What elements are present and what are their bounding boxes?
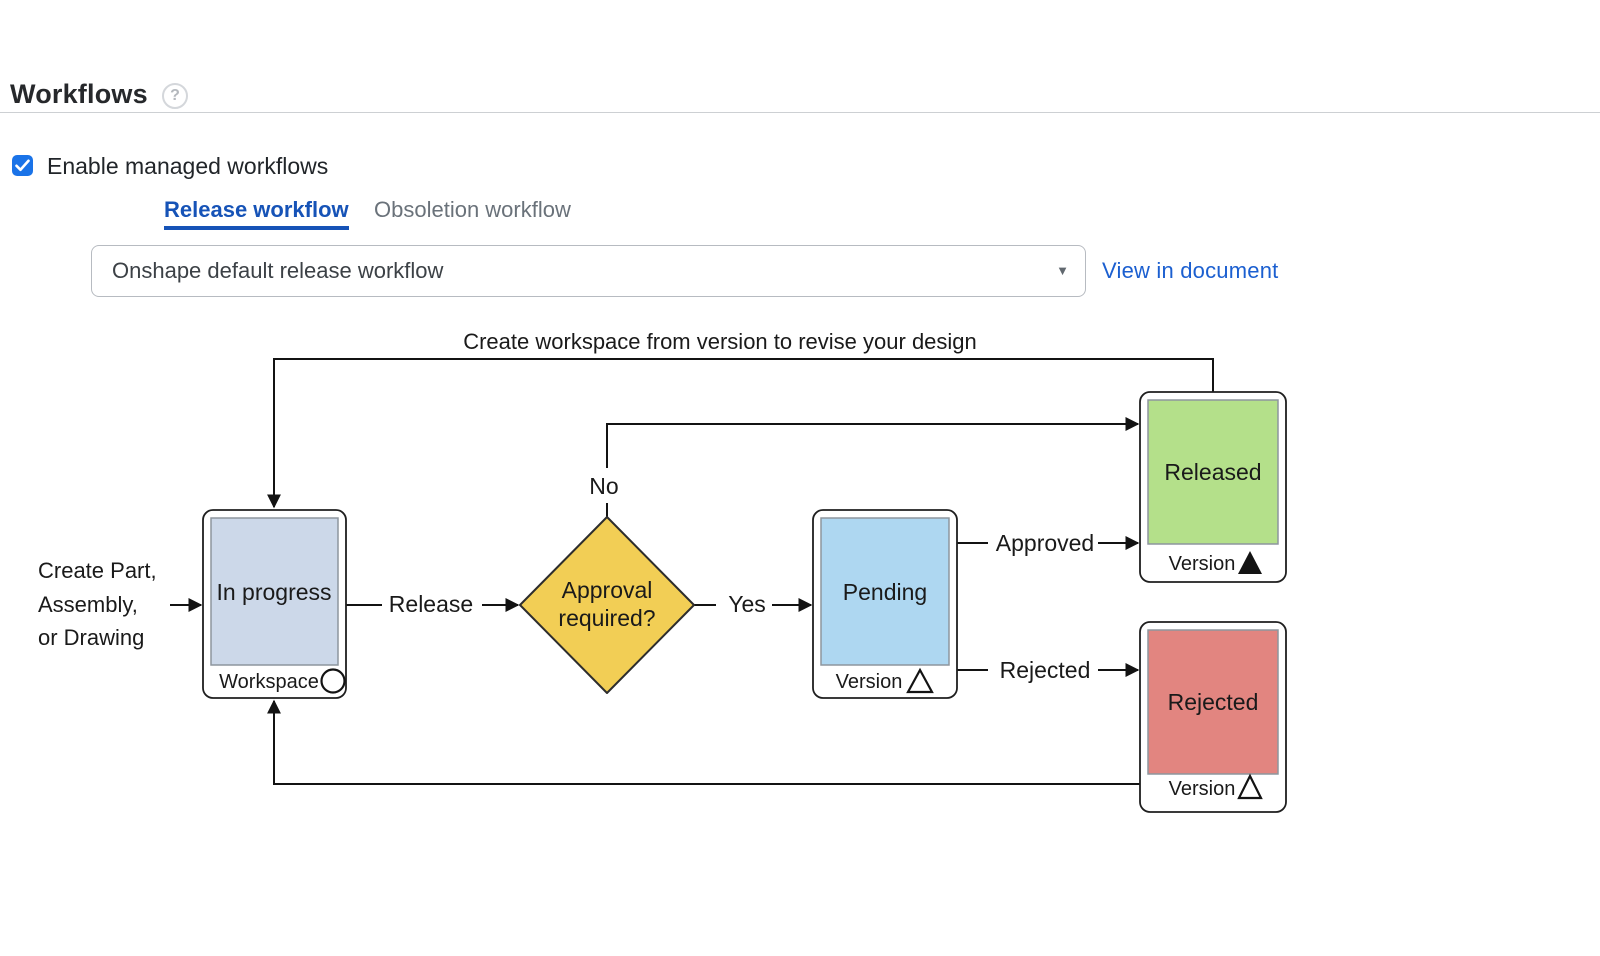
node-pending: Pending Version	[812, 509, 958, 699]
node-released: Released Version	[1139, 391, 1287, 583]
node-rejected: Rejected Version	[1139, 621, 1287, 813]
diagram-caption: Create workspace from version to revise …	[463, 329, 977, 354]
node-in-progress-title: In progress	[216, 579, 331, 605]
edge-label-no: No	[589, 473, 618, 499]
checkmark-icon	[15, 159, 30, 172]
enable-workflows-checkbox[interactable]	[12, 155, 33, 176]
view-in-document-link[interactable]: View in document	[1102, 258, 1279, 283]
start-label-line3: or Drawing	[38, 625, 144, 650]
node-approval-line2: required?	[558, 605, 655, 631]
node-approval-decision: Approval required?	[519, 516, 695, 694]
page-title: Workflows	[10, 79, 148, 109]
node-approval-line1: Approval	[562, 577, 653, 603]
edge-label-release: Release	[389, 591, 473, 617]
node-rejected-title: Rejected	[1168, 689, 1259, 715]
node-in-progress-footer: Workspace	[219, 671, 319, 693]
edge-label-approved: Approved	[996, 530, 1094, 556]
version-triangle-outline-icon	[1237, 773, 1263, 800]
tab-obsoletion-workflow[interactable]: Obsoletion workflow	[374, 197, 571, 222]
node-in-progress: In progress Workspace	[202, 509, 347, 699]
diagram-edges	[170, 358, 1214, 785]
start-label: Create Part, Assembly, or Drawing	[38, 558, 157, 650]
edge-no-arrow	[606, 417, 1140, 468]
section-divider	[0, 112, 1600, 113]
workflow-select-value: Onshape default release workflow	[112, 258, 444, 283]
help-icon[interactable]: ?	[162, 83, 188, 109]
node-pending-title: Pending	[843, 579, 927, 605]
start-label-line1: Create Part,	[38, 558, 157, 583]
start-label-line2: Assembly,	[38, 592, 138, 617]
edge-revise-loop-top	[267, 358, 1214, 509]
node-rejected-footer: Version	[1169, 778, 1236, 800]
tab-release-workflow[interactable]: Release workflow	[164, 197, 349, 230]
edge-label-yes: Yes	[728, 591, 766, 617]
workflow-select[interactable]: Onshape default release workflow ▼	[91, 245, 1086, 297]
node-pending-footer: Version	[836, 671, 903, 693]
node-released-footer: Version	[1169, 553, 1236, 575]
enable-workflows-label: Enable managed workflows	[47, 153, 329, 179]
version-triangle-filled-icon	[1238, 551, 1262, 574]
edge-label-rejected: Rejected	[1000, 657, 1091, 683]
edge-rejected-loop-bottom	[267, 699, 1140, 785]
workspace-circle-icon	[320, 668, 346, 694]
node-released-title: Released	[1164, 459, 1261, 485]
dropdown-caret-icon: ▼	[1056, 262, 1069, 278]
version-triangle-outline-icon	[906, 667, 934, 694]
